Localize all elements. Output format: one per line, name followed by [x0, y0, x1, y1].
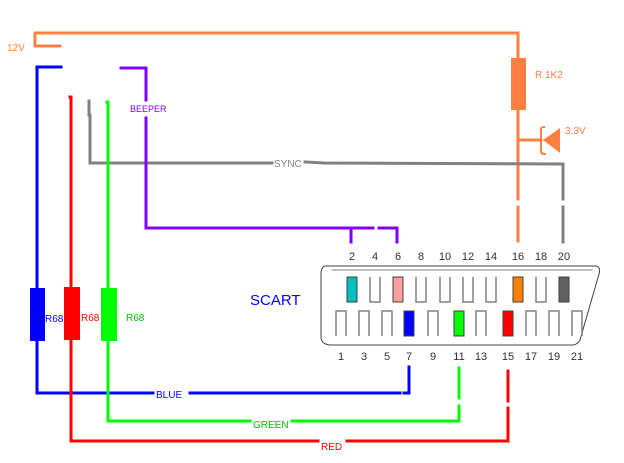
pin-13 [475, 310, 487, 336]
pin-2 [346, 276, 358, 303]
pin-3 [358, 310, 370, 336]
resistor-r68-red [64, 287, 80, 340]
beeper-wire [119, 66, 399, 244]
pin-18 [535, 277, 547, 303]
pin-16 [512, 276, 524, 303]
label-r-1k2: R 1K2 [535, 70, 563, 81]
pin-8 [415, 277, 427, 303]
label-3v3: 3.3V [565, 126, 586, 137]
pin-number-5: 5 [384, 351, 390, 363]
pin-6 [392, 276, 404, 303]
pin-15 [502, 310, 514, 337]
pin-11 [453, 310, 465, 337]
pin-number-1: 1 [338, 351, 344, 363]
zener-diode-icon [539, 125, 560, 156]
sync-wire [87, 99, 565, 244]
pin-number-3: 3 [361, 351, 367, 363]
pin-number-4: 4 [372, 251, 378, 263]
pin-number-21: 21 [571, 351, 583, 363]
label-wire-blue: BLUE [156, 390, 182, 401]
label-sync: SYNC [274, 159, 302, 170]
pin-number-2: 2 [349, 251, 355, 263]
pin-12 [462, 277, 474, 303]
scart-bottom-pins [335, 310, 583, 337]
pin-number-15: 15 [502, 351, 514, 363]
pin-7 [403, 310, 415, 337]
pin-number-19: 19 [548, 351, 560, 363]
pin-5 [381, 310, 393, 336]
pin-number-13: 13 [475, 351, 487, 363]
power-wire [33, 31, 543, 243]
resistor-r68-blue [30, 288, 45, 341]
pin-number-8: 8 [418, 251, 424, 263]
pin-9 [427, 310, 439, 336]
label-wire-green: GREEN [253, 420, 289, 431]
top-pin-numbers: 2 4 6 8 10 12 14 16 18 20 [349, 251, 570, 263]
resistor-r68-green [101, 288, 117, 341]
label-r68-red: R68 [81, 313, 100, 324]
pin-1 [335, 310, 347, 336]
label-r68-blue: R68 [45, 314, 64, 325]
label-12v: 12V [7, 43, 25, 54]
pin-number-17: 17 [525, 351, 537, 363]
scart-top-pins [346, 276, 570, 303]
pin-number-16: 16 [512, 251, 524, 263]
resistor-1k2 [511, 58, 526, 110]
pin-17 [525, 310, 537, 336]
red-wire [68, 95, 510, 443]
pin-4 [369, 277, 381, 303]
pin-number-9: 9 [430, 351, 436, 363]
label-r68-green: R68 [126, 313, 145, 324]
pin-number-6: 6 [395, 251, 401, 263]
pin-number-10: 10 [439, 251, 451, 263]
pin-number-14: 14 [485, 251, 497, 263]
pin-10 [439, 277, 451, 303]
scart-connector-outline [320, 265, 601, 346]
blue-wire [35, 65, 411, 395]
pin-19 [548, 310, 560, 336]
pin-14 [485, 277, 497, 303]
label-wire-red: RED [321, 442, 342, 453]
label-scart: SCART [250, 292, 301, 309]
pin-21 [571, 310, 583, 336]
pin-number-18: 18 [535, 251, 547, 263]
pin-number-12: 12 [462, 251, 474, 263]
label-beeper: BEEPER [130, 104, 167, 114]
pin-number-20: 20 [558, 251, 570, 263]
pin-number-7: 7 [406, 351, 412, 363]
pin-20 [558, 276, 570, 303]
green-wire [105, 100, 461, 423]
pin-number-11: 11 [453, 351, 464, 363]
